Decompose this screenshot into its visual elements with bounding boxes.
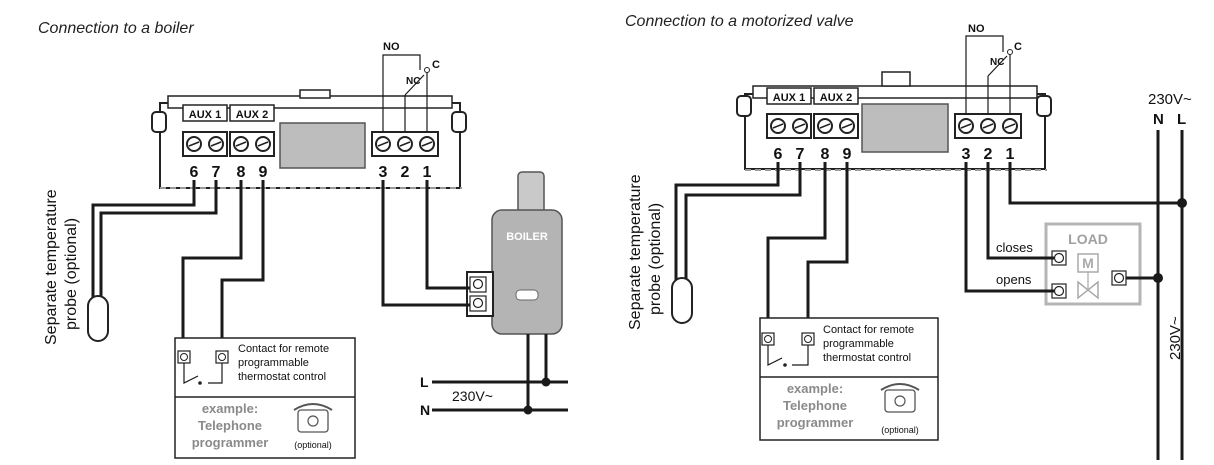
supply-line-L: L	[1177, 111, 1186, 128]
terminal-9: 9	[259, 164, 268, 181]
left-aux2-label: AUX 2	[236, 109, 268, 121]
terminal-1: 1	[1006, 146, 1015, 163]
left-example-line1: example:	[202, 401, 258, 416]
left-contact-line1: Contact for remote	[238, 343, 329, 355]
left-aux2-block: AUX 2	[229, 104, 275, 157]
left-example-line2: Telephone	[198, 418, 262, 433]
right-contact-line3: thermostat control	[823, 352, 911, 364]
right-aux1-label: AUX 1	[773, 92, 805, 104]
right-optional-label: (optional)	[881, 425, 919, 435]
terminal-1: 1	[423, 164, 432, 181]
right-contact-line1: Contact for remote	[823, 324, 914, 336]
terminal-2: 2	[401, 164, 410, 181]
right-contact-box: Contact for remote programmable thermost…	[759, 317, 939, 441]
terminal-6: 6	[190, 164, 199, 181]
valve-diagram: Connection to a motorized valve AUX 1 AU…	[625, 13, 1192, 460]
right-probe-label-2: probe (optional)	[647, 203, 664, 315]
valve-icon	[1077, 280, 1090, 300]
terminal-8: 8	[821, 146, 830, 163]
supply-voltage: 230V~	[1148, 91, 1192, 108]
load-label: LOAD	[1068, 231, 1108, 247]
telephone-icon	[293, 403, 333, 433]
right-relay-c: C	[1014, 41, 1022, 53]
terminal-9: 9	[843, 146, 852, 163]
left-optional-label: (optional)	[294, 440, 332, 450]
left-aux1-block: AUX 1	[182, 104, 228, 157]
motor-label: M	[1082, 255, 1094, 271]
left-relay-nc: NC	[406, 76, 420, 87]
left-contact-box: Contact for remote programmable thermost…	[174, 337, 356, 459]
boiler-icon: BOILER	[466, 171, 563, 335]
left-contact-line3: thermostat control	[238, 371, 326, 383]
left-probe-label-1: Separate temperature	[43, 189, 60, 345]
closes-label: closes	[996, 240, 1033, 255]
left-voltage: 230V~	[452, 388, 493, 404]
right-probe-label-1: Separate temperature	[627, 174, 644, 330]
right-aux2-label: AUX 2	[820, 92, 852, 104]
boiler-label: BOILER	[506, 231, 548, 243]
left-example-line3: programmer	[192, 435, 269, 450]
left-title: Connection to a boiler	[38, 20, 194, 37]
load-box: LOAD M	[1044, 222, 1142, 306]
right-relay-no: NO	[968, 23, 985, 35]
terminal-6: 6	[774, 146, 783, 163]
left-terminal-numbers: 6 7 8 9 3 2 1	[190, 164, 432, 181]
opens-label: opens	[996, 272, 1032, 287]
right-contact-line2: programmable	[823, 338, 894, 350]
right-example-line3: programmer	[777, 415, 854, 430]
right-aux2-block: AUX 2	[813, 87, 859, 139]
right-aux1-block: AUX 1	[766, 87, 812, 139]
temperature-probe-icon	[671, 277, 693, 324]
left-relay-no: NO	[383, 41, 400, 53]
supply-line-N: N	[1153, 111, 1164, 128]
vertical-voltage: 230V~	[1167, 316, 1184, 360]
left-aux1-label: AUX 1	[189, 109, 221, 121]
right-relay-nc: NC	[990, 57, 1004, 68]
left-contact-line2: programmable	[238, 357, 309, 369]
telephone-icon	[880, 383, 920, 413]
right-title: Connection to a motorized valve	[625, 13, 854, 30]
terminal-2: 2	[984, 146, 993, 163]
right-terminal-numbers: 6 7 8 9 3 2 1	[774, 146, 1015, 163]
terminal-3: 3	[962, 146, 971, 163]
boiler-diagram: Connection to a boiler AUX 1 AUX 2	[38, 20, 568, 459]
terminal-7: 7	[212, 164, 221, 181]
terminal-3: 3	[379, 164, 388, 181]
left-relay-c: C	[432, 59, 440, 71]
terminal-8: 8	[237, 164, 246, 181]
temperature-probe-icon	[87, 295, 109, 342]
left-relay-block: NO NC C	[371, 41, 440, 157]
left-line-L: L	[420, 374, 429, 390]
terminal-7: 7	[796, 146, 805, 163]
right-example-line1: example:	[787, 381, 843, 396]
left-line-N: N	[420, 402, 430, 418]
left-probe-label-2: probe (optional)	[63, 218, 80, 330]
right-example-line2: Telephone	[783, 398, 847, 413]
right-relay-block: NO NC C	[954, 23, 1022, 139]
